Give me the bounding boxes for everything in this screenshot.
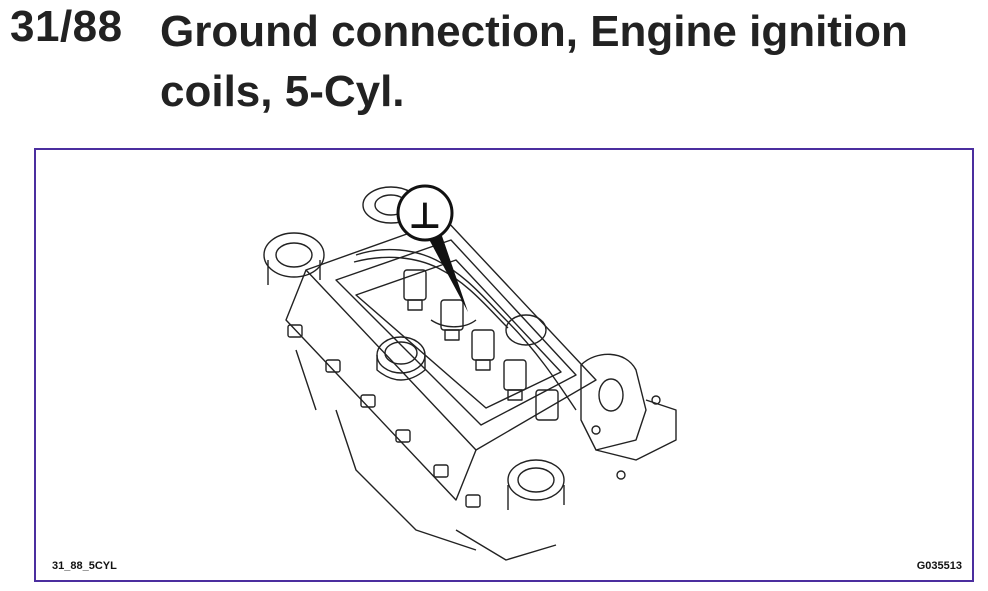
ground-symbol-icon: ⊥ [409, 196, 442, 237]
ignition-coil-3 [471, 329, 495, 361]
page-title: Ground connection, Engine ignition coils… [160, 7, 908, 116]
ignition-coil-5 [535, 389, 559, 421]
ground-callout-bubble [396, 184, 454, 242]
bolt-2 [325, 359, 341, 373]
figure-label-left: 31_88_5CYL [52, 560, 117, 572]
bolt-6 [465, 494, 481, 508]
ignition-coil-4 [503, 359, 527, 391]
ground-callout-pointer [424, 230, 468, 312]
cylinder-head-side [285, 269, 477, 501]
round-cap-right [505, 314, 547, 346]
bolt-5 [433, 464, 449, 478]
engine-mount [580, 353, 647, 451]
header: 31/88 Ground connection, Engine ignition… [0, 0, 988, 140]
bolt-4 [395, 429, 411, 443]
engine-drawing: ⊥ [263, 184, 677, 561]
engine-block-lower [295, 349, 477, 551]
page-number: 31/88 [10, 2, 123, 51]
left-pulley [263, 232, 325, 278]
figure-frame: ⊥ 31_88_5CYL G035513 [34, 148, 974, 582]
wiring-harness [355, 248, 577, 411]
bolt-3 [360, 394, 376, 408]
front-pulley [507, 459, 565, 501]
cylinder-head-outline [305, 219, 597, 451]
bolt-1 [287, 324, 303, 338]
valve-cover-ridge [335, 239, 577, 426]
figure-label-right: G035513 [916, 560, 962, 572]
